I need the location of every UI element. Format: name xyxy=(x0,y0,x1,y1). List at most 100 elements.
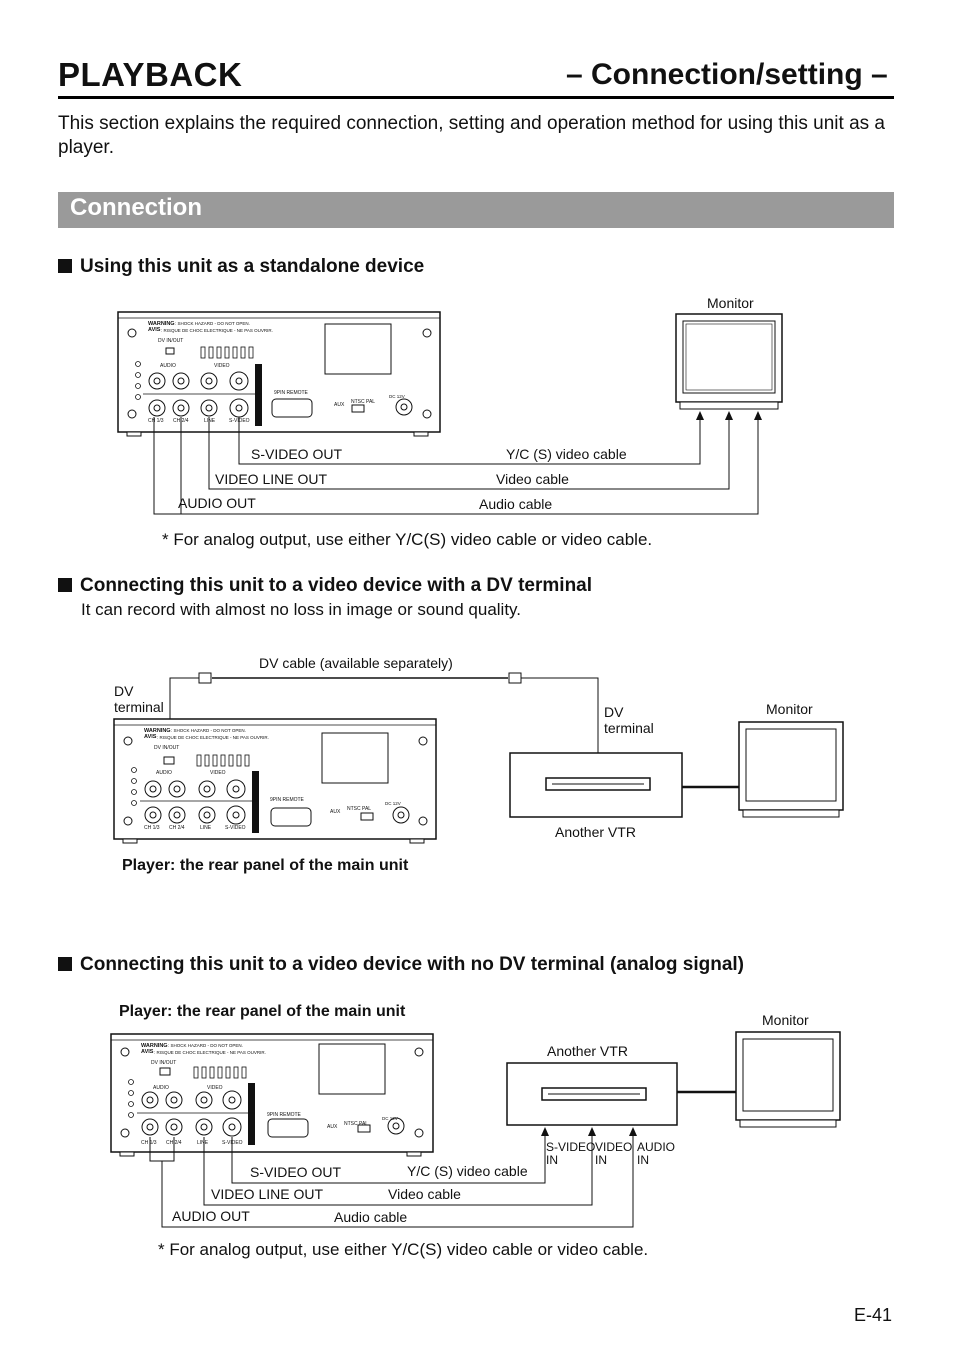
heading-standalone: Using this unit as a standalone device xyxy=(58,256,424,278)
panel-warning-text-1: : SHOCK HAZARD - DO NOT OPEN. xyxy=(175,321,250,326)
panel-dv-in-out-label-2: DV IN/OUT xyxy=(154,745,180,751)
video-in-label: VIDEO IN xyxy=(595,1141,632,1167)
panel-dc-label-2: DC 12V xyxy=(385,801,401,806)
panel-ntsc-pal-label-1: NTSC PAL xyxy=(351,399,376,405)
panel-remote-label-1: 9PIN REMOTE xyxy=(274,390,308,396)
dv-terminal-right-line1: DV xyxy=(604,704,624,720)
heading-analog-text: Connecting this unit to a video device w… xyxy=(80,954,745,975)
panel-audio-label-2: AUDIO xyxy=(156,770,172,776)
s-video-in-label: S-VIDEO IN xyxy=(546,1141,595,1167)
panel-video-label-1: VIDEO xyxy=(214,363,230,369)
intro-text: This section explains the required conne… xyxy=(58,113,886,158)
panel-warning-label-1: WARNING xyxy=(148,321,175,327)
video-in-line1: VIDEO xyxy=(595,1140,633,1154)
panel-ch13-label-3: CH 1/3 xyxy=(141,1140,157,1146)
audio-in-label: AUDIO IN xyxy=(637,1141,675,1167)
page-subtitle: – Connection/setting – xyxy=(566,58,888,91)
panel-ntsc-pal-label-3: NTSC PAL xyxy=(344,1121,369,1127)
panel-avis-label-2: AVIS xyxy=(144,734,157,740)
panel-video-label-3: VIDEO xyxy=(207,1085,223,1091)
s-video-in-line1: S-VIDEO xyxy=(546,1140,596,1154)
dv-terminal-right-line2: terminal xyxy=(604,720,654,736)
page-number: E-41 xyxy=(854,1305,893,1325)
audio-cable-label-1: Audio cable xyxy=(479,496,553,512)
panel-audio-label-3: AUDIO xyxy=(153,1085,169,1091)
panel-line-label-1: LINE xyxy=(204,418,216,424)
panel-ch24-label-2: CH 2/4 xyxy=(169,825,185,831)
another-vtr-label-3: Another VTR xyxy=(547,1043,628,1059)
bullet-square-icon xyxy=(58,578,72,592)
panel-dv-in-out-label-3: DV IN/OUT xyxy=(151,1060,177,1066)
panel-warning-label-3: WARNING xyxy=(141,1043,168,1049)
s-video-out-label-1: S-VIDEO OUT xyxy=(251,446,343,462)
monitor-label-1: Monitor xyxy=(707,295,754,311)
panel-aux-label-3: AUX xyxy=(327,1124,338,1130)
panel-aux-label-1: AUX xyxy=(334,402,345,408)
panel-warning-text-3: : SHOCK HAZARD - DO NOT OPEN. xyxy=(168,1043,243,1048)
panel-svideo-label-3: S-VIDEO xyxy=(222,1140,243,1146)
heading-standalone-text: Using this unit as a standalone device xyxy=(80,256,425,277)
panel-ch13-label-2: CH 1/3 xyxy=(144,825,160,831)
monitor-3 xyxy=(735,1031,841,1128)
panel-avis-text-1: : RISQUE DE CHOC ELECTRIQUE - NE PAS OUV… xyxy=(161,328,273,333)
panel-avis-label-1: AVIS xyxy=(148,327,161,333)
s-video-in-line2: IN xyxy=(546,1153,558,1167)
heading-dv-text: Connecting this unit to a video device w… xyxy=(80,575,593,596)
panel-remote-label-2: 9PIN REMOTE xyxy=(270,797,304,803)
rear-panel-2 xyxy=(113,718,437,844)
panel-avis-text-2: : RISQUE DE CHOC ELECTRIQUE - NE PAS OUV… xyxy=(157,735,269,740)
panel-warning-label-2: WARNING xyxy=(144,728,171,734)
dv-subnote: It can record with almost no loss in ima… xyxy=(81,600,522,619)
page-title: PLAYBACK xyxy=(58,56,243,93)
panel-svideo-label-1: S-VIDEO xyxy=(229,418,250,424)
panel-audio-label-1: AUDIO xyxy=(160,363,176,369)
panel-svideo-label-2: S-VIDEO xyxy=(225,825,246,831)
analog-note-3: * For analog output, use either Y/C(S) v… xyxy=(158,1240,649,1259)
audio-out-label-1: AUDIO OUT xyxy=(178,495,256,511)
panel-dc-label-3: DC 12V xyxy=(382,1116,398,1121)
panel-line-label-2: LINE xyxy=(200,825,212,831)
panel-dv-in-out-label-1: DV IN/OUT xyxy=(158,338,184,344)
video-line-out-label-3: VIDEO LINE OUT xyxy=(211,1186,324,1202)
panel-remote-label-3: 9PIN REMOTE xyxy=(267,1112,301,1118)
another-vtr-3 xyxy=(506,1062,678,1126)
panel-ch24-label-1: CH 2/4 xyxy=(173,418,189,424)
panel-ch24-label-3: CH 2/4 xyxy=(166,1140,182,1146)
dv-terminal-left-label: DV terminal xyxy=(114,683,164,715)
panel-ch13-label-1: CH 1/3 xyxy=(148,418,164,424)
s-video-out-label-3: S-VIDEO OUT xyxy=(250,1164,342,1180)
heading-dv: Connecting this unit to a video device w… xyxy=(58,575,592,597)
panel-line-label-3: LINE xyxy=(197,1140,209,1146)
yc-cable-label-3: Y/C (S) video cable xyxy=(407,1163,528,1179)
audio-cable-label-3: Audio cable xyxy=(334,1209,408,1225)
video-line-out-label-1: VIDEO LINE OUT xyxy=(215,471,328,487)
bullet-square-icon xyxy=(58,259,72,273)
audio-in-line1: AUDIO xyxy=(637,1140,676,1154)
rear-panel-3 xyxy=(110,1033,434,1157)
section-bar: Connection xyxy=(58,192,894,228)
rear-panel-1 xyxy=(117,311,441,437)
dv-terminal-left-line1: DV xyxy=(114,683,134,699)
yc-cable-label-1: Y/C (S) video cable xyxy=(506,446,627,462)
monitor-label-2: Monitor xyxy=(766,701,813,717)
dv-cable-label: DV cable (available separately) xyxy=(259,655,453,671)
panel-warning-text-2: : SHOCK HAZARD - DO NOT OPEN. xyxy=(171,728,246,733)
monitor-2 xyxy=(738,721,844,818)
section-title: Connection xyxy=(70,194,202,221)
panel-avis-text-3: : RISQUE DE CHOC ELECTRIQUE - NE PAS OUV… xyxy=(154,1050,266,1055)
panel-dc-label-1: DC 12V xyxy=(389,394,405,399)
panel-ntsc-pal-label-2: NTSC PAL xyxy=(347,806,372,812)
title-rule xyxy=(58,96,894,99)
analog-note-1: * For analog output, use either Y/C(S) v… xyxy=(162,530,653,549)
video-cable-label-3: Video cable xyxy=(388,1186,461,1202)
video-in-line2: IN xyxy=(595,1153,607,1167)
panel-video-label-2: VIDEO xyxy=(210,770,226,776)
audio-out-label-3: AUDIO OUT xyxy=(172,1208,250,1224)
caption-dv: Player: the rear panel of the main unit xyxy=(122,857,409,874)
dv-terminal-left-line2: terminal xyxy=(114,699,164,715)
panel-avis-label-3: AVIS xyxy=(141,1049,154,1055)
another-vtr-2 xyxy=(509,752,683,818)
